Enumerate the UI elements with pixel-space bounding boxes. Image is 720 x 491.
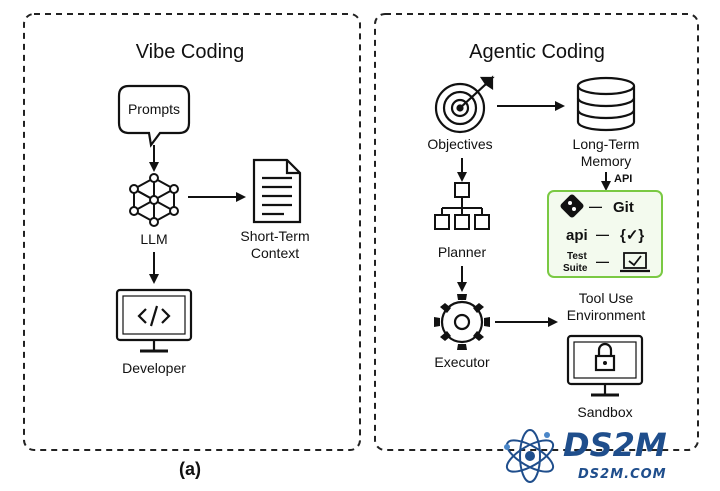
agentic-panel-title: Agentic Coding — [469, 41, 605, 63]
api-word: api — [566, 227, 588, 244]
code-monitor-icon — [115, 288, 193, 353]
hierarchy-icon — [434, 182, 490, 230]
watermark-atom-logo-icon — [504, 429, 555, 483]
tool-env-label-line1: Tool Use — [579, 290, 634, 306]
vibe-panel-title: Vibe Coding — [136, 41, 245, 63]
laptop-check-icon — [620, 252, 650, 273]
api-tag-label: API — [614, 173, 632, 185]
test-suite-label-line1: Test — [567, 251, 587, 262]
test-dash: — — [596, 254, 609, 269]
sandbox-label: Sandbox — [577, 404, 632, 420]
objectives-label: Objectives — [427, 136, 492, 152]
api-dash: — — [596, 227, 609, 242]
memory-label-line1: Long-Term — [573, 136, 640, 152]
planner-label: Planner — [438, 244, 487, 260]
speech-bubble-icon — [117, 84, 191, 148]
executor-label: Executor — [434, 354, 490, 370]
gear-icon — [434, 294, 490, 350]
figure-caption: (a) — [179, 459, 201, 479]
git-label: Git — [613, 199, 634, 216]
context-label-line1: Short-Term — [240, 228, 309, 244]
git-dash: — — [589, 199, 602, 214]
target-icon — [434, 75, 495, 134]
test-suite-label-line2: Suite — [563, 263, 588, 274]
watermark-brand: DS2M — [563, 426, 667, 464]
agentic-panel-border — [374, 13, 699, 451]
sandbox-monitor-lock-icon — [566, 334, 644, 397]
database-icon — [576, 76, 636, 132]
llm-label: LLM — [140, 231, 167, 247]
watermark-site: DS2M.COM — [578, 467, 667, 482]
api-braces-check-icon: {✓} — [620, 227, 644, 244]
context-label-line2: Context — [251, 245, 299, 261]
tool-env-label-line2: Environment — [567, 307, 646, 323]
developer-label: Developer — [122, 360, 186, 376]
neural-network-icon — [129, 173, 179, 227]
prompts-label: Prompts — [128, 101, 180, 117]
memory-label-line2: Memory — [581, 153, 632, 169]
git-logo-icon — [560, 194, 584, 218]
vibe-panel-border — [23, 13, 361, 451]
document-icon — [252, 158, 302, 224]
